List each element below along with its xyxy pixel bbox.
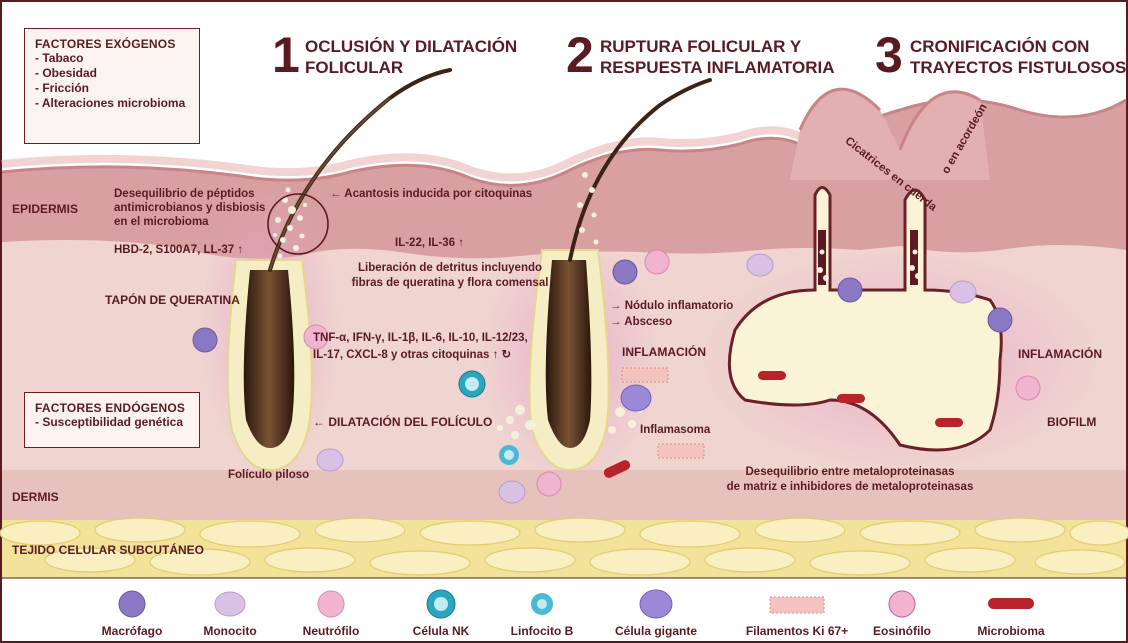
debris-line1: Liberación de detritus incluyendo [345,262,555,274]
stage-3-title-line1: CRONIFICACIÓN CON [910,37,1089,56]
legend-label-macrophage: Macrófago [77,624,187,638]
biofilm-label: BIOFILM [1047,415,1096,429]
stage-1-number: 1 [272,30,300,80]
cytokines-line2: IL-17, CXCL-8 y otras citoquinas ↑ ↻ [313,347,511,361]
factor-item: - Fricción [35,81,189,96]
factor-item: - Alteraciones microbioma [35,96,189,111]
keratin-plug-label: TAPÓN DE QUERATINA [105,293,240,307]
hair-follicle-label: Folículo piloso [228,469,309,481]
stage-2-number: 2 [566,30,594,80]
legend-label-giant-cell: Célula gigante [601,624,711,638]
endogenous-factors-box: FACTORES ENDÓGENOS - Susceptibilidad gen… [24,392,200,448]
inflammasome-label: Inflamasoma [640,424,710,436]
stage-2-inflammation-label: INFLAMACIÓN [622,345,706,359]
stage-2-title-line2: RESPUESTA INFLAMATORIA [600,58,835,77]
subcutaneous-label: TEJIDO CELULAR SUBCUTÁNEO [12,543,204,557]
acanthosis-label: ← Acantosis inducida por citoquinas [330,188,532,200]
legend-label-nk-cell: Célula NK [386,624,496,638]
stage-2-title-line1: RUPTURA FOLICULAR Y [600,37,801,56]
factor-item: - Obesidad [35,66,189,81]
legend-label-microbiome: Microbioma [956,624,1066,638]
exogenous-factors-box: FACTORES EXÓGENOS - Tabaco - Obesidad - … [24,28,200,144]
peptides-line3: en el microbioma [114,216,209,228]
stage-3-title-line2: TRAYECTOS FISTULOSOS [910,58,1126,77]
legend-label-ki67: Filamentos Ki 67+ [742,624,852,638]
peptides-line1: Desequilibrio de péptidos [114,188,284,200]
hbd-label: HBD-2, S100A7, LL-37 ↑ [114,244,243,256]
cytokines-line1: TNF-α, IFN-γ, IL-1β, IL-6, IL-10, IL-12/… [313,332,528,344]
factor-item: - Susceptibilidad genética [35,415,189,430]
mmp-line1: Desequilibrio entre metaloproteinasas [720,466,980,478]
epidermis-label: EPIDERMIS [12,202,78,216]
stage-3-inflammation-label: INFLAMACIÓN [1018,347,1102,361]
stage-1-title-line1: OCLUSIÓN Y DILATACIÓN [305,37,517,56]
abscess-label: → Absceso [610,316,672,328]
legend-label-monocyte: Monocito [175,624,285,638]
legend-label-b-lymphocyte: Linfocito B [487,624,597,638]
exogenous-factors-title: FACTORES EXÓGENOS [35,37,189,51]
stage-1-title-line2: FOLICULAR [305,58,403,77]
legend-label-eosinophil: Eosinófilo [847,624,957,638]
endogenous-factors-title: FACTORES ENDÓGENOS [35,401,189,415]
legend-label-neutrophil: Neutrófilo [276,624,386,638]
nodule-label: → Nódulo inflamatorio [610,300,733,312]
stage-3-number: 3 [875,30,903,80]
factor-item: - Tabaco [35,51,189,66]
mmp-line2: de matriz e inhibidores de metaloprotein… [700,481,1000,493]
dermis-label: DERMIS [12,490,59,504]
debris-line2: fibras de queratina y flora comensal [345,277,555,289]
peptides-line2: antimicrobianos y disbiosis [114,202,265,214]
il-22-36-label: IL-22, IL-36 ↑ [395,237,464,249]
dilation-label: ← DILATACIÓN DEL FOLÍCULO [313,415,492,429]
